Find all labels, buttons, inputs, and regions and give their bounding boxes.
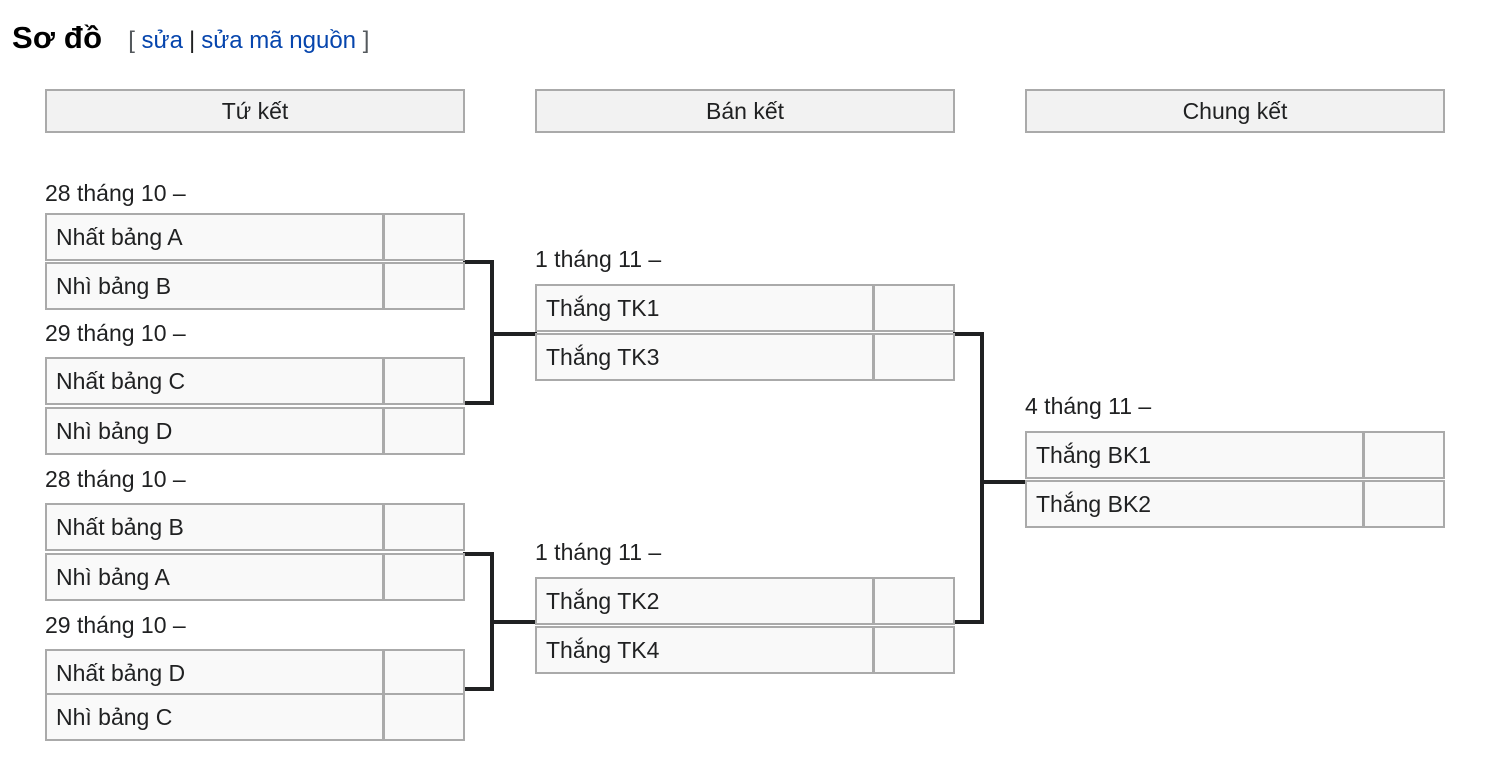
- team-slot: Nhì bảng C: [45, 693, 465, 741]
- team-slot: Thắng TK1: [535, 284, 955, 332]
- team-slot: Nhất bảng B: [45, 503, 465, 551]
- team-score: [875, 335, 953, 379]
- match-date: 28 tháng 10 –: [45, 180, 186, 206]
- team-score: [1365, 433, 1443, 477]
- team-name: Nhì bảng C: [47, 695, 385, 739]
- match-date: 28 tháng 10 –: [45, 466, 186, 492]
- edit-separator: |: [188, 27, 196, 54]
- team-name: Thắng TK3: [537, 335, 875, 379]
- team-slot: Thắng BK1: [1025, 431, 1445, 479]
- team-score: [875, 628, 953, 672]
- round-header-final: Chung kết: [1025, 89, 1445, 133]
- connector-qf1-qf2: [463, 260, 537, 405]
- match-date: 29 tháng 10 –: [45, 320, 186, 346]
- team-name: Nhì bảng A: [47, 555, 385, 599]
- edit-source-link[interactable]: sửa mã nguồn: [201, 27, 357, 54]
- team-score: [385, 695, 463, 739]
- connector-sf1-sf2: [953, 332, 1027, 624]
- team-score: [875, 579, 953, 623]
- match-date: 4 tháng 11 –: [1025, 393, 1152, 419]
- team-score: [385, 215, 463, 259]
- team-slot: Nhất bảng A: [45, 213, 465, 261]
- team-score: [385, 555, 463, 599]
- team-slot: Nhì bảng D: [45, 407, 465, 455]
- team-score: [385, 505, 463, 549]
- team-name: Nhất bảng B: [47, 505, 385, 549]
- connector-qf3-qf4: [463, 552, 537, 691]
- section-title: Sơ đồ: [12, 20, 103, 55]
- edit-links: [ sửa|sửa mã nguồn ]: [128, 27, 369, 55]
- team-name: Nhất bảng D: [47, 651, 385, 695]
- team-slot: Nhất bảng C: [45, 357, 465, 405]
- round-header-semifinal: Bán kết: [535, 89, 955, 133]
- team-slot: Thắng BK2: [1025, 480, 1445, 528]
- team-score: [385, 409, 463, 453]
- team-score: [385, 264, 463, 308]
- edit-open-bracket: [: [128, 27, 135, 54]
- team-score: [1365, 482, 1443, 526]
- team-slot: Nhì bảng A: [45, 553, 465, 601]
- team-name: Thắng BK1: [1027, 433, 1365, 477]
- team-slot: Thắng TK2: [535, 577, 955, 625]
- team-slot: Thắng TK4: [535, 626, 955, 674]
- team-score: [385, 651, 463, 695]
- team-slot: Nhì bảng B: [45, 262, 465, 310]
- team-name: Thắng TK4: [537, 628, 875, 672]
- match-date: 29 tháng 10 –: [45, 612, 186, 638]
- team-name: Thắng TK2: [537, 579, 875, 623]
- match-date: 1 tháng 11 –: [535, 539, 662, 565]
- match-date: 1 tháng 11 –: [535, 246, 662, 272]
- edit-close-bracket: ]: [362, 27, 370, 54]
- team-name: Thắng TK1: [537, 286, 875, 330]
- team-name: Nhì bảng D: [47, 409, 385, 453]
- team-name: Nhất bảng C: [47, 359, 385, 403]
- round-header-quarterfinal: Tứ kết: [45, 89, 465, 133]
- team-slot: Thắng TK3: [535, 333, 955, 381]
- team-slot: Nhất bảng D: [45, 649, 465, 697]
- team-name: Thắng BK2: [1027, 482, 1365, 526]
- edit-link[interactable]: sửa: [141, 27, 183, 54]
- section-heading: Sơ đồ [ sửa|sửa mã nguồn ]: [12, 20, 369, 60]
- team-score: [385, 359, 463, 403]
- team-name: Nhì bảng B: [47, 264, 385, 308]
- team-score: [875, 286, 953, 330]
- team-name: Nhất bảng A: [47, 215, 385, 259]
